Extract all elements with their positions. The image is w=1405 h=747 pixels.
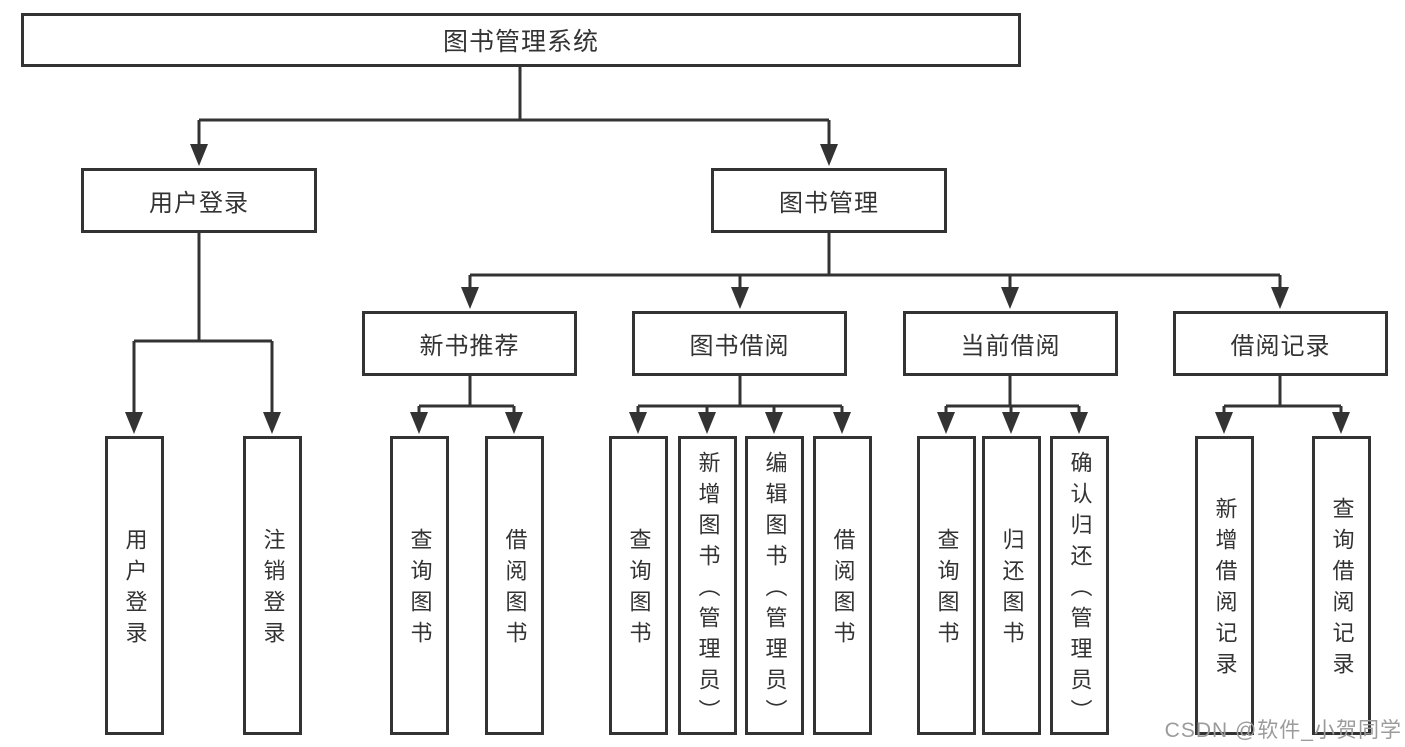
leaf-label: 编辑图书（管理员） [762,450,788,730]
node-book-borrowing: 图书借阅 [632,311,847,376]
leaf-query-books-current: 查询图书 [917,436,976,735]
leaf-label: 归还图书 [999,528,1025,652]
leaf-label: 用户登录 [122,528,148,652]
node-label: 新书推荐 [419,333,520,360]
leaf-label: 新增图书（管理员） [695,450,721,730]
node-library-management-system: 图书管理系统 [21,13,1021,67]
leaf-label: 借阅图书 [502,528,528,652]
leaf-label: 借阅图书 [830,528,856,652]
node-user-login: 用户登录 [81,168,317,233]
node-current-borrowing: 当前借阅 [903,311,1118,376]
leaf-label: 查询图书 [407,528,433,652]
leaf-borrow-books: 借阅图书 [813,436,872,735]
leaf-logout: 注销登录 [243,436,302,735]
csdn-watermark: CSDN @软件_小贺同学 [1164,719,1402,742]
leaf-user-login: 用户登录 [105,436,164,735]
leaf-label: 查询图书 [934,528,960,652]
leaf-return-books: 归还图书 [982,436,1041,735]
node-label: 图书管理 [779,190,879,217]
leaf-borrow-books-recommend: 借阅图书 [485,436,544,735]
leaf-edit-book-admin: 编辑图书（管理员） [745,436,804,735]
leaf-query-books-recommend: 查询图书 [390,436,449,735]
leaf-add-book-admin: 新增图书（管理员） [678,436,737,735]
leaf-label: 注销登录 [260,528,286,652]
node-book-management: 图书管理 [711,168,947,233]
connector-newbook-to-leaves [410,376,523,434]
leaf-label: 查询图书 [626,528,652,652]
node-new-book-recommendation: 新书推荐 [362,311,577,376]
leaf-label: 新增借阅记录 [1212,497,1238,683]
node-label: 图书借阅 [689,333,790,360]
connector-borrowing-to-leaves [629,376,851,434]
leaf-label: 查询借阅记录 [1329,497,1355,683]
node-label: 借阅记录 [1230,333,1331,360]
node-label: 用户登录 [149,190,249,217]
node-label: 图书管理系统 [442,28,599,56]
connector-bookmgmt-to-level3 [461,233,1289,309]
leaf-label: 确认归还（管理员） [1067,450,1093,730]
connector-root-to-level2 [190,67,838,166]
node-label: 当前借阅 [960,333,1061,360]
leaf-add-borrow-record: 新增借阅记录 [1195,436,1254,735]
connector-current-to-leaves [937,376,1088,434]
connector-records-to-leaves [1215,376,1350,434]
connector-userlogin-to-leaves [125,233,281,434]
leaf-confirm-return-admin: 确认归还（管理员） [1050,436,1109,735]
node-borrowing-records: 借阅记录 [1173,311,1388,376]
leaf-query-books-borrowing: 查询图书 [609,436,668,735]
leaf-query-borrow-record: 查询借阅记录 [1312,436,1371,735]
